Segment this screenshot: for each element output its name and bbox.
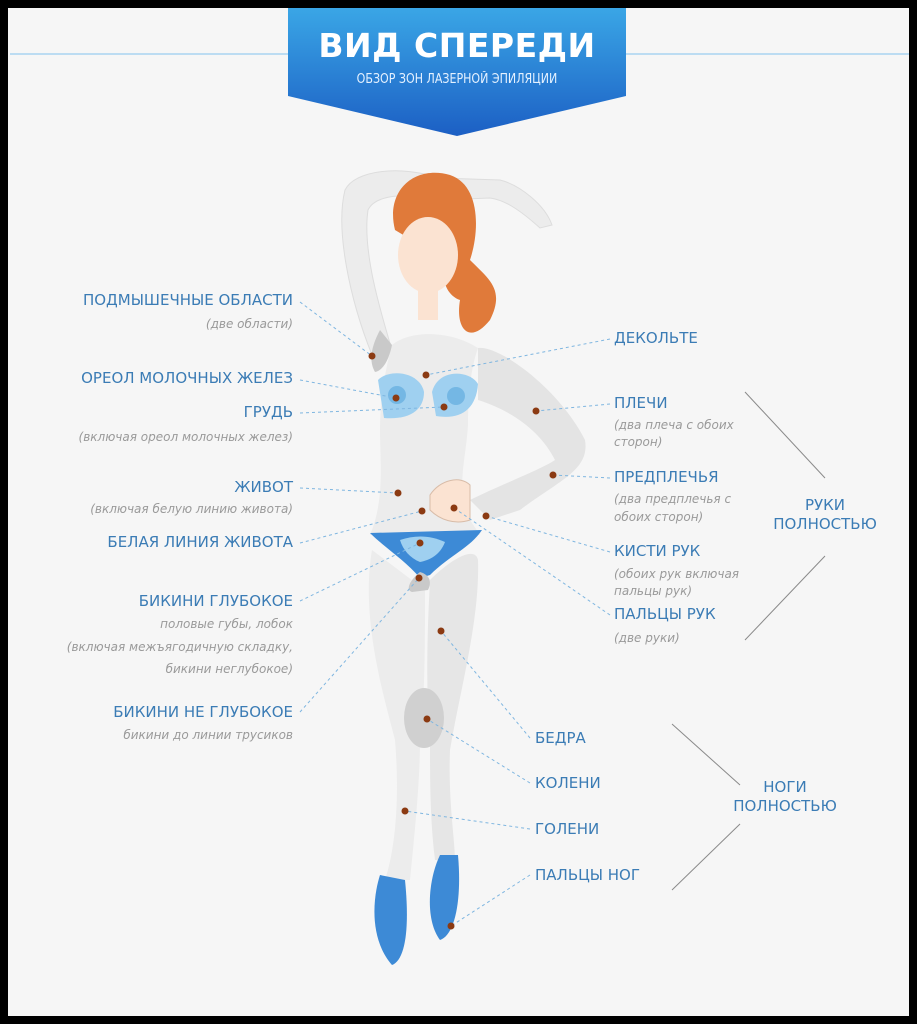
zone-dot-bikini <box>415 574 423 582</box>
zone-dot-shoulders <box>532 407 540 415</box>
zone-note: (две области) <box>205 317 293 331</box>
zone-label-deep-bikini: БИКИНИ ГЛУБОКОЕ <box>138 592 293 610</box>
zone-label-forearms: ПРЕДПЛЕЧЬЯ <box>614 468 719 486</box>
zone-dot-breast <box>440 403 448 411</box>
zone-dot-deep-bikini <box>416 539 424 547</box>
zone-dot-linea-alba <box>418 507 426 515</box>
zone-dot-armpit <box>368 352 376 360</box>
zone-dot-shins <box>401 807 409 815</box>
zone-dot-thighs <box>437 627 445 635</box>
zone-dot-toes <box>447 922 455 930</box>
header-rule-right <box>626 53 909 55</box>
zone-label-decollete: ДЕКОЛЬТЕ <box>614 329 698 347</box>
zone-label-hands: КИСТИ РУК <box>614 542 701 560</box>
zone-note: (включая ореол молочных желез) <box>78 430 293 444</box>
zone-note: (включая белую линию живота) <box>90 502 293 516</box>
zone-note: (два плеча с обоих <box>614 418 734 432</box>
group-legs-line1: НОГИ <box>763 778 807 796</box>
zone-label-shins: ГОЛЕНИ <box>535 820 600 838</box>
zone-note: бикини неглубокое) <box>165 662 293 676</box>
group-legs-full: НОГИ ПОЛНОСТЬЮ <box>705 778 865 816</box>
zone-dot-knees <box>423 715 431 723</box>
zone-label-toes: ПАЛЬЦЫ НОГ <box>535 866 640 884</box>
body-figure <box>299 170 826 965</box>
zone-dot-decollete <box>422 371 430 379</box>
zone-label-belly: ЖИВОТ <box>234 478 293 496</box>
zone-dot-hands <box>482 512 490 520</box>
zone-dot-fingers <box>450 504 458 512</box>
zone-label-areola: ОРЕОЛ МОЛОЧНЫХ ЖЕЛЕЗ <box>81 369 293 387</box>
zone-dot-forearms <box>549 471 557 479</box>
infographic-canvas: ВИД СПЕРЕДИ ОБЗОР ЗОН ЛАЗЕРНОЙ ЭПИЛЯЦИИ <box>8 8 909 1016</box>
zone-note: сторон) <box>614 435 663 449</box>
header-rule-left <box>10 53 290 55</box>
zone-dot-areola <box>392 394 400 402</box>
page-title: ВИД СПЕРЕДИ <box>318 26 596 65</box>
group-legs-line2: ПОЛНОСТЬЮ <box>733 797 837 815</box>
zone-note: (два предплечья с <box>614 492 732 506</box>
group-arms-line2: ПОЛНОСТЬЮ <box>773 515 877 533</box>
zone-note: половые губы, лобок <box>160 617 293 631</box>
group-arms-line1: РУКИ <box>804 496 846 514</box>
zone-dot-belly <box>394 489 402 497</box>
zone-label-shoulders: ПЛЕЧИ <box>614 394 668 412</box>
zone-note: (обоих рук включая <box>614 567 740 581</box>
zone-note: пальцы рук) <box>614 584 693 598</box>
zone-label-bikini: БИКИНИ НЕ ГЛУБОКОЕ <box>113 703 293 721</box>
banner-shape <box>288 8 626 136</box>
zone-label-breast: ГРУДЬ <box>243 403 293 421</box>
zone-note: обоих сторон) <box>614 510 704 524</box>
zone-label-knees: КОЛЕНИ <box>535 774 601 792</box>
zone-note: бикини до линии трусиков <box>123 728 293 742</box>
zone-note: (включая межъягодичную складку, <box>66 640 293 654</box>
header-banner: ВИД СПЕРЕДИ ОБЗОР ЗОН ЛАЗЕРНОЙ ЭПИЛЯЦИИ <box>288 8 626 136</box>
zone-label-fingers: ПАЛЬЦЫ РУК <box>614 605 716 623</box>
page-subtitle: ОБЗОР ЗОН ЛАЗЕРНОЙ ЭПИЛЯЦИИ <box>356 72 558 87</box>
zone-label-armpits: ПОДМЫШЕЧНЫЕ ОБЛАСТИ <box>82 291 293 309</box>
zone-note: (две руки) <box>614 631 680 645</box>
group-arms-full: РУКИ ПОЛНОСТЬЮ <box>745 496 905 534</box>
zone-label-thighs: БЕДРА <box>535 729 586 747</box>
zone-label-linea-alba: БЕЛАЯ ЛИНИЯ ЖИВОТА <box>107 533 293 551</box>
